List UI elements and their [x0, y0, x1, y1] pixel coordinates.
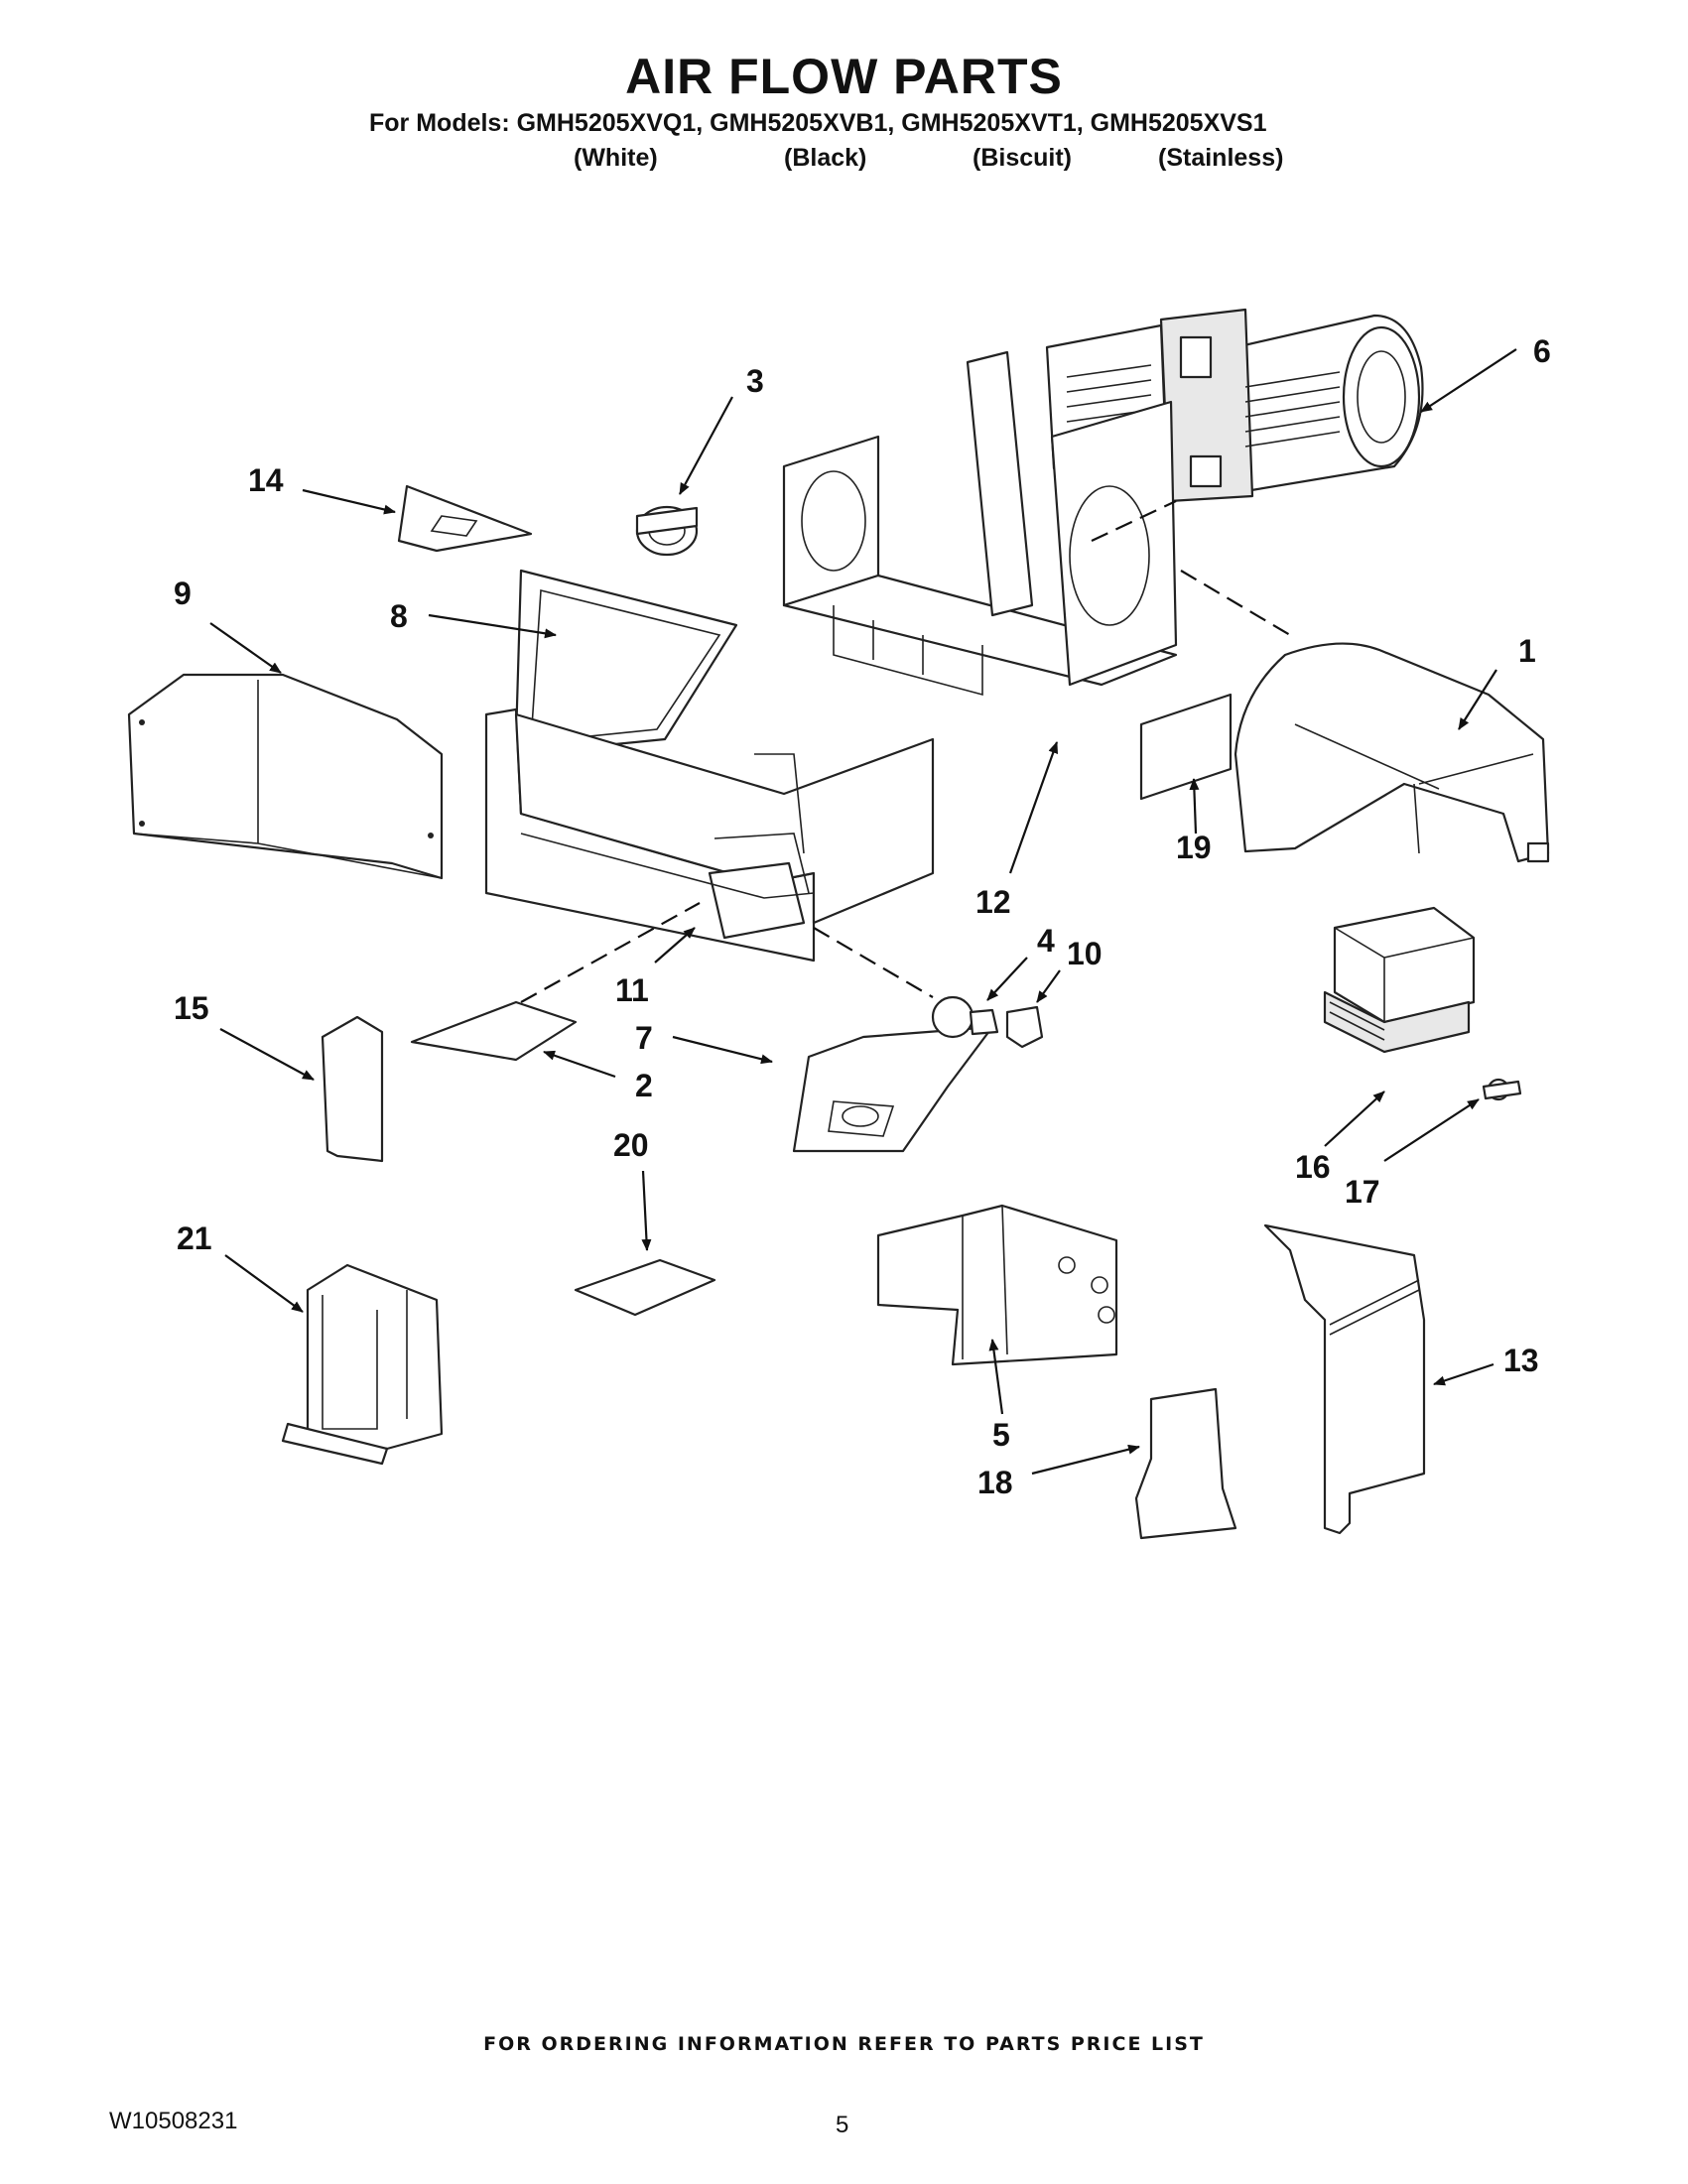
leader-arrow-17	[1383, 1098, 1480, 1162]
leader-arrow-8	[428, 613, 557, 639]
vent-piece	[1134, 1387, 1237, 1540]
leader-arrow-13	[1433, 1362, 1494, 1386]
finish-biscuit: (Biscuit)	[973, 144, 1072, 172]
magnetron	[1323, 906, 1476, 1054]
pad-part-20	[574, 1258, 716, 1317]
callout-11: 11	[615, 972, 649, 1008]
callout-8: 8	[390, 598, 408, 634]
leader-arrow-1	[1458, 669, 1497, 730]
document-number: W10508231	[109, 2108, 238, 2134]
leader-arrow-20	[641, 1170, 652, 1251]
duct-box	[281, 1263, 444, 1466]
blower-motor-assembly	[1045, 308, 1424, 503]
callout-16: 16	[1295, 1149, 1331, 1185]
leader-arrow-12	[1008, 741, 1059, 874]
callout-12: 12	[975, 884, 1011, 920]
lamp-socket-parts	[931, 995, 1044, 1049]
leader-arrow-5	[988, 1339, 1004, 1415]
callout-3: 3	[746, 363, 764, 399]
models-line: For Models: GMH5205XVQ1, GMH5205XVB1, GM…	[369, 109, 1267, 137]
small-flap-part	[397, 484, 533, 553]
callout-9: 9	[174, 576, 192, 611]
callout-18: 18	[977, 1465, 1013, 1500]
alignment-line	[520, 902, 701, 1003]
plate-part-19	[1139, 693, 1233, 801]
leader-arrow-6	[1420, 348, 1517, 413]
leader-arrow-16	[1324, 1091, 1385, 1147]
base-plate	[792, 1025, 994, 1153]
leader-arrow-4	[986, 957, 1028, 1001]
ordering-note: FOR ORDERING INFORMATION REFER TO PARTS …	[483, 2033, 1205, 2055]
small-fan-part	[635, 505, 699, 557]
leader-arrow-18	[1031, 1444, 1140, 1476]
leader-arrow-15	[219, 1028, 315, 1081]
callout-5: 5	[992, 1417, 1010, 1453]
main-chassis	[484, 707, 935, 963]
leader-arrow-14	[302, 488, 396, 515]
callout-7: 7	[635, 1020, 653, 1056]
air-guide-frame	[782, 350, 1178, 697]
callout-13: 13	[1503, 1343, 1539, 1378]
callout-19: 19	[1176, 830, 1212, 865]
finish-stainless: (Stainless)	[1158, 144, 1284, 172]
finish-white: (White)	[574, 144, 658, 172]
mount-panel	[1263, 1223, 1426, 1535]
page-title: AIR FLOW PARTS	[625, 49, 1063, 104]
side-panel	[127, 673, 444, 880]
callout-15: 15	[174, 990, 209, 1026]
finish-black: (Black)	[784, 144, 867, 172]
leader-arrow-9	[209, 622, 282, 674]
leader-arrow-21	[224, 1254, 304, 1313]
callout-6: 6	[1533, 333, 1551, 369]
bracket-part-5	[876, 1204, 1118, 1366]
exhaust-duct	[1234, 642, 1550, 863]
page-number: 5	[836, 2112, 849, 2138]
alignment-line	[813, 927, 934, 998]
plate-part-2	[410, 1000, 578, 1062]
leader-arrow-11	[654, 927, 696, 964]
bracket-part-15	[321, 1015, 384, 1163]
alignment-line	[1091, 500, 1177, 542]
callout-14: 14	[248, 462, 284, 498]
callout-4: 4	[1037, 923, 1055, 959]
callout-2: 2	[635, 1068, 653, 1103]
callout-20: 20	[613, 1127, 649, 1163]
thermostat	[1482, 1078, 1522, 1101]
callout-17: 17	[1345, 1174, 1380, 1210]
leader-arrow-10	[1036, 969, 1061, 1003]
alignment-line	[1180, 570, 1291, 636]
callout-1: 1	[1518, 633, 1536, 669]
leader-arrow-2	[543, 1050, 616, 1079]
leader-arrow-7	[672, 1035, 773, 1065]
leader-arrow-3	[679, 396, 733, 495]
callout-21: 21	[177, 1220, 212, 1256]
leader-arrow-19	[1189, 778, 1200, 835]
callout-10: 10	[1067, 936, 1103, 971]
